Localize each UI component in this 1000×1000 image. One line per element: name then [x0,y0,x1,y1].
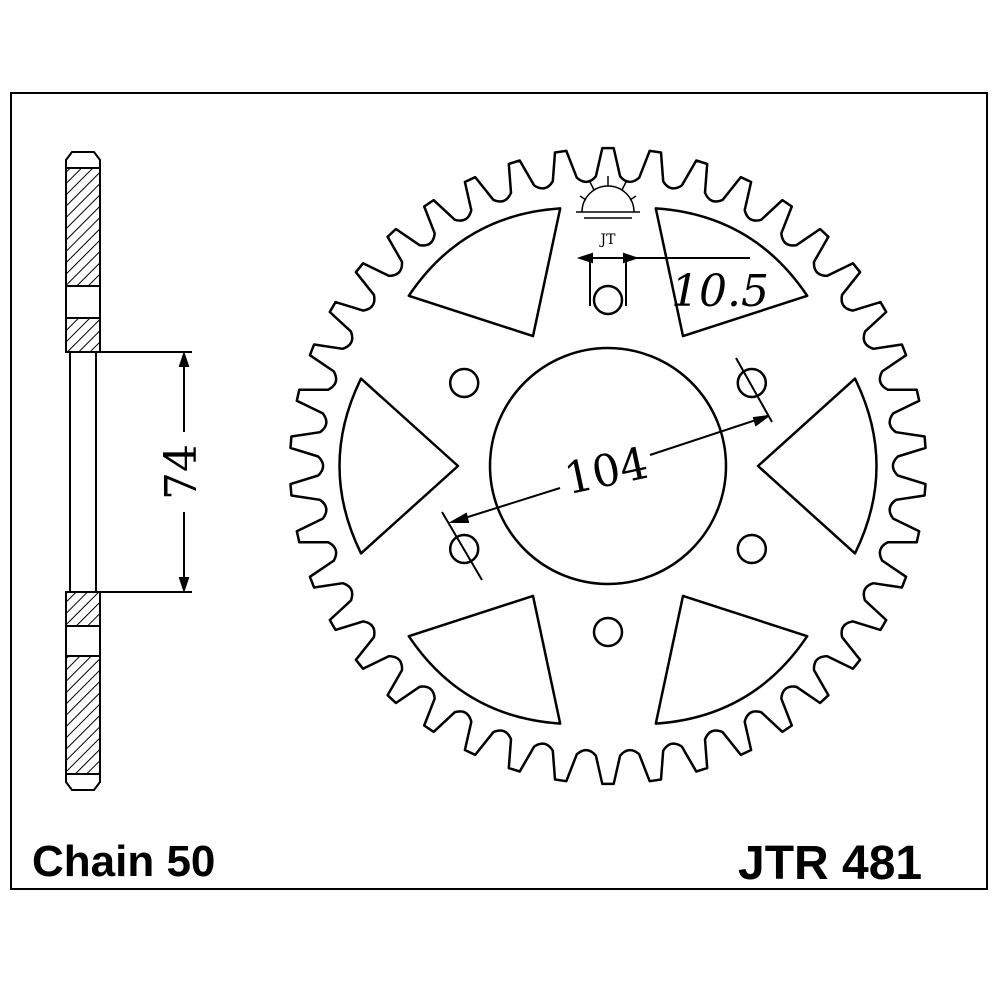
part-number-label: JTR 481 [738,837,923,890]
hub-width-label: 74 [156,444,207,500]
lightening-cutout [407,594,562,725]
jt-logo-icon: JT [576,176,640,248]
bolt-hole [448,367,480,399]
lightening-cutout [756,377,878,555]
bolt-circle-dimension [441,357,773,581]
center-bore [488,346,728,586]
lightening-cutout [338,377,460,555]
bolt-hole [592,616,624,648]
drawing-frame [10,92,988,890]
lightening-cutout [654,207,809,338]
chain-size-label: Chain 50 [32,837,216,886]
side-profile [65,151,192,791]
lightening-cutout [654,594,809,725]
bolt-hole [592,284,624,316]
lightening-cutout [407,207,562,338]
bolt-hole-dimension [576,252,750,306]
bolt-hole-label: 10.5 [671,266,769,317]
bolt-hole [736,533,768,565]
sprocket-front-view [289,146,927,786]
lightening-cutouts [338,207,878,725]
bolt-hole [736,367,768,399]
jt-logo-text: JT [599,232,617,248]
